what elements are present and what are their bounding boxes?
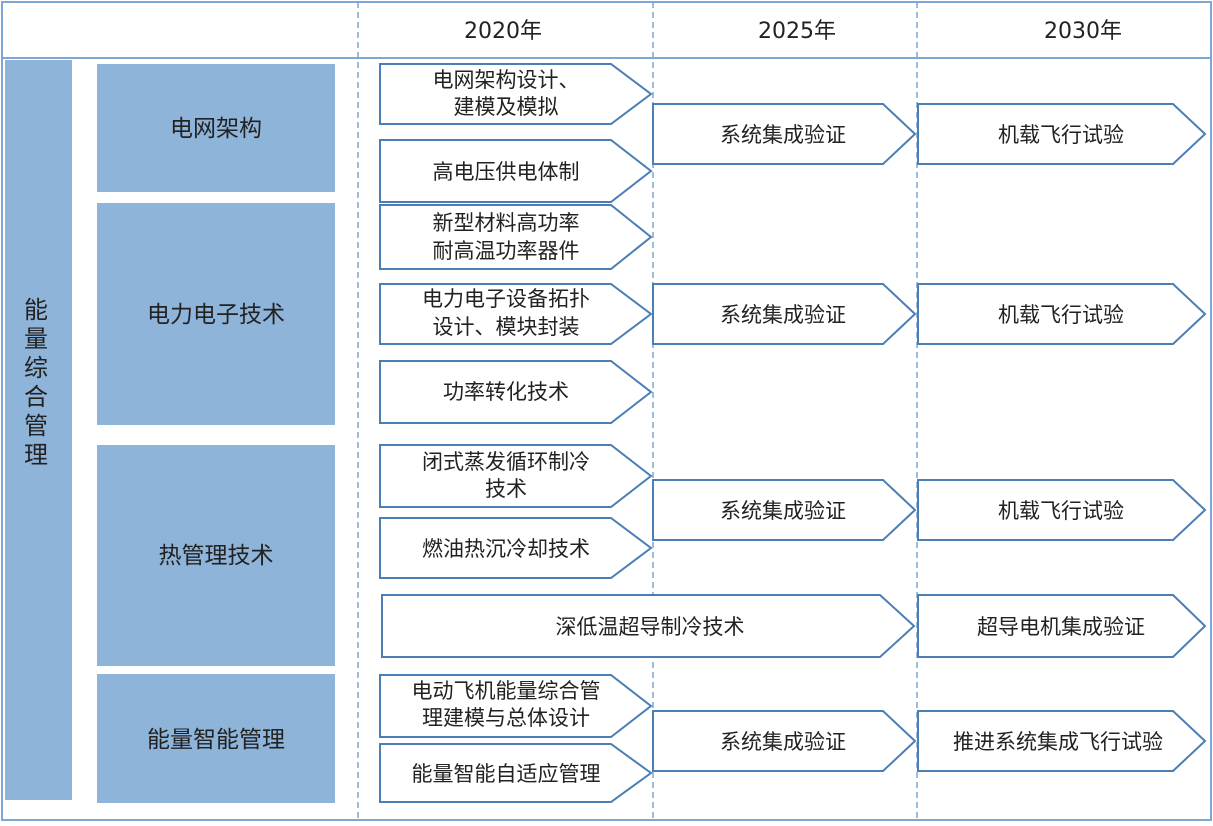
year-header-2020: 2020年 <box>464 19 542 44</box>
category-label: 电力电子技术 <box>147 302 285 328</box>
category-power-electronics <box>97 203 335 425</box>
stage3-label: 机载飞行试验 <box>998 123 1124 147</box>
year-header-2030: 2030年 <box>1044 19 1122 44</box>
root-label-char: 合 <box>24 383 48 411</box>
category-label: 能量智能管理 <box>147 727 285 753</box>
root-label-char: 量 <box>24 325 48 353</box>
category-thermal-management <box>97 445 335 666</box>
stage1-label: 燃油热沉冷却技术 <box>422 537 590 561</box>
stage1-label: 新型材料高功率 <box>433 211 580 235</box>
stage1-label: 理建模与总体设计 <box>422 706 590 730</box>
stage1-label: 高电压供电体制 <box>433 160 580 184</box>
stage3-label: 机载飞行试验 <box>998 499 1124 523</box>
stage2-arrow <box>652 479 917 541</box>
stage3-label: 超导电机集成验证 <box>977 615 1145 639</box>
stage3-arrow <box>917 103 1207 165</box>
stage1-arrow <box>379 674 653 738</box>
root-label: 能 量 综 合 管 理 <box>24 296 48 469</box>
root-label-char: 能 <box>24 296 48 324</box>
stage1-label: 电动飞机能量综合管 <box>412 679 601 703</box>
year-header-2025: 2025年 <box>758 19 836 44</box>
stage1-arrow <box>379 139 653 203</box>
stage1-arrow <box>379 63 653 125</box>
stage3-label: 机载飞行试验 <box>998 303 1124 327</box>
stage1-label: 电力电子设备拓扑 <box>422 287 590 311</box>
stage1-arrow <box>379 517 653 579</box>
stage1-arrow <box>379 360 653 424</box>
stage3-arrow <box>917 283 1207 345</box>
stage2-label: 系统集成验证 <box>720 303 846 327</box>
stage3-arrow <box>917 594 1207 658</box>
stage2-label: 系统集成验证 <box>720 123 846 147</box>
stage2-arrow <box>652 283 917 345</box>
stage1-arrow <box>379 444 653 508</box>
root-label-char: 理 <box>24 441 48 469</box>
category-label: 电网架构 <box>170 116 262 142</box>
stage1-label: 闭式蒸发循环制冷 <box>422 450 590 474</box>
long-stage-arrow <box>381 594 916 658</box>
stage1-label: 功率转化技术 <box>443 380 569 404</box>
stage1-arrow <box>379 283 653 345</box>
long-stage-label: 深低温超导制冷技术 <box>556 615 745 639</box>
stage2-arrow <box>652 103 917 165</box>
stage2-arrow <box>652 710 917 772</box>
stage1-label: 电网架构设计、 <box>433 68 580 92</box>
category-grid-architecture <box>97 64 335 192</box>
stage2-label: 系统集成验证 <box>720 499 846 523</box>
category-label: 热管理技术 <box>159 543 274 569</box>
stage1-label: 耐高温功率器件 <box>433 239 580 263</box>
root-label-char: 综 <box>24 354 48 382</box>
root-label-char: 管 <box>24 412 48 440</box>
stage1-arrow <box>379 204 653 270</box>
stage2-label: 系统集成验证 <box>720 730 846 754</box>
root-block <box>5 60 72 800</box>
category-energy-intelligence <box>97 674 335 803</box>
stage1-label: 技术 <box>485 477 527 501</box>
stage3-arrow <box>917 479 1207 541</box>
stage1-label: 建模及模拟 <box>454 95 559 119</box>
stage3-label: 推进系统集成飞行试验 <box>953 730 1163 754</box>
stage1-arrow <box>379 743 653 803</box>
stage1-label: 设计、模块封装 <box>433 315 580 339</box>
stage1-label: 能量智能自适应管理 <box>412 762 601 786</box>
stage3-arrow <box>917 710 1207 772</box>
